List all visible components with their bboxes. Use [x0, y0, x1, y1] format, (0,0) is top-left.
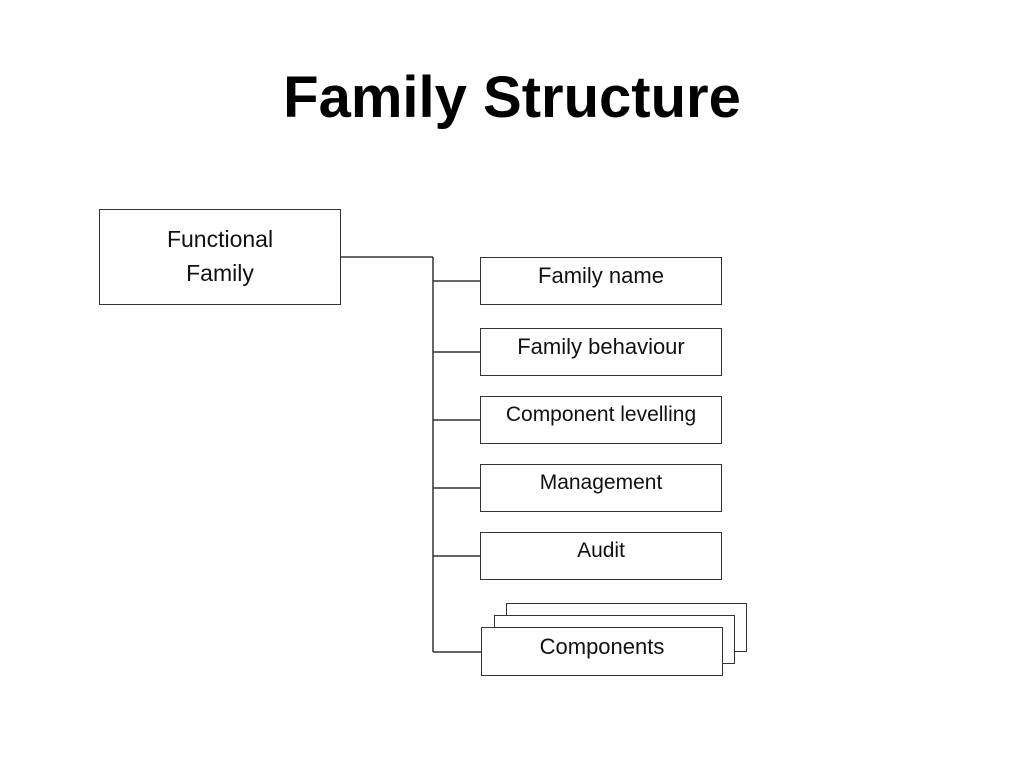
component-levelling-box: Component levelling [480, 396, 722, 444]
management-box: Management [480, 464, 722, 512]
functional-family-box: Functional Family [99, 209, 341, 305]
family-name-box: Family name [480, 257, 722, 305]
family-behaviour-box: Family behaviour [480, 328, 722, 376]
components-box: Components [481, 627, 723, 676]
audit-box: Audit [480, 532, 722, 580]
slide-title: Family Structure [283, 65, 741, 130]
